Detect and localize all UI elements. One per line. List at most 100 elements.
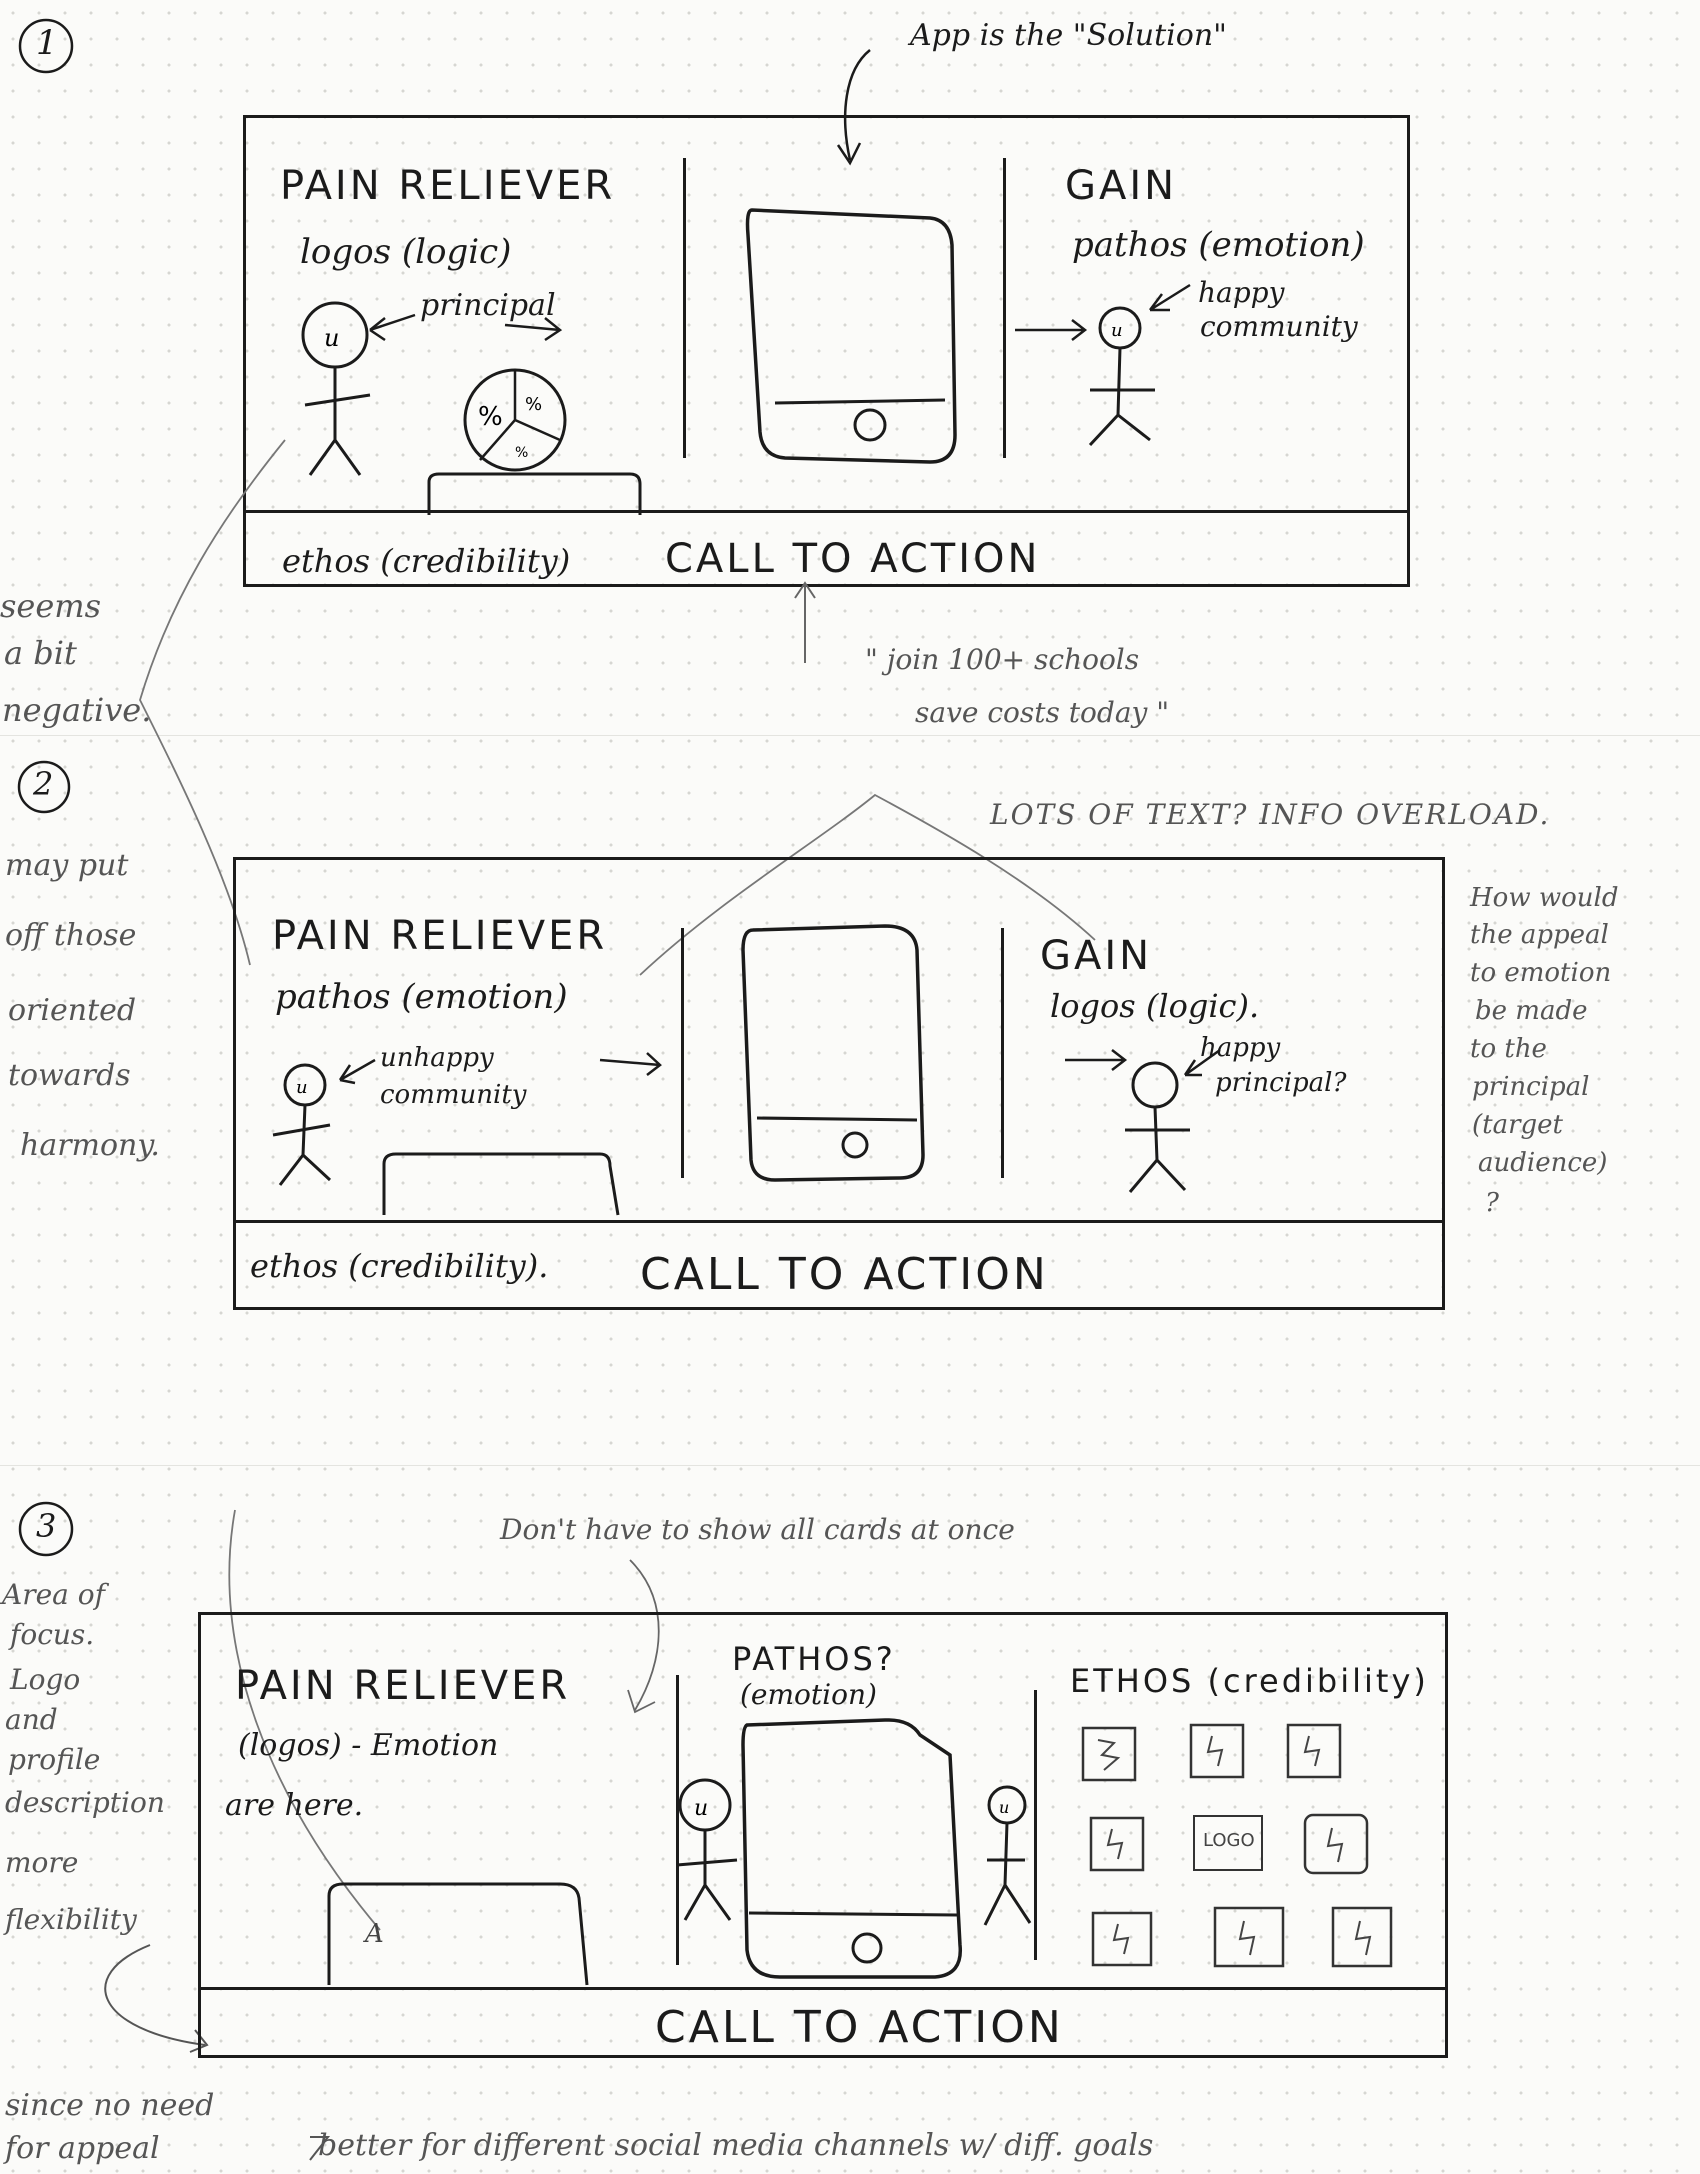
column-divider (683, 158, 686, 458)
left-note-line: towards (8, 1058, 131, 1093)
right-note-line: the appeal (1470, 920, 1609, 950)
logo-tile-icon (1081, 1726, 1137, 1782)
sketch-number-circle (17, 760, 71, 814)
arrow-down-icon (836, 49, 871, 166)
pain-reliever-heading: PAIN RELIEVER (272, 913, 608, 959)
logo-tile-icon (1331, 1906, 1393, 1968)
cta-divider (236, 1220, 1442, 1223)
sketch-number-circle (18, 18, 74, 74)
gain-person-label: happy (1198, 276, 1285, 309)
ethos-label: ethos (credibility) (282, 542, 571, 580)
stick-figure-icon: u (272, 1052, 662, 1186)
top-note: App is the "Solution" (910, 18, 1227, 53)
left-note-line: focus. (10, 1618, 95, 1651)
cta-note: " join 100+ schools (865, 643, 1140, 676)
logo-tile-icon (1193, 1815, 1263, 1871)
left-note-line: off those (5, 918, 137, 953)
stick-figure-icon: u (1015, 283, 1191, 447)
left-note-line: description (5, 1786, 165, 1819)
top-note: Don't have to show all cards at once (500, 1513, 1015, 1546)
gain-heading: GAIN (1040, 933, 1153, 979)
banner-frame (198, 1612, 1448, 2058)
pain-person-label: unhappy (380, 1043, 494, 1073)
stick-figure-icon (1065, 1048, 1221, 1193)
logo-tile-label: LOGO (1203, 1830, 1255, 1851)
cta-divider (246, 510, 1407, 513)
logo-tile-icon (1303, 1813, 1369, 1875)
gain-person-label: principal? (1215, 1068, 1347, 1098)
left-note-line: and (5, 1703, 58, 1736)
ethos-label: ethos (credibility). (250, 1247, 549, 1285)
svg-text:u: u (296, 1077, 308, 1098)
cta-label: CALL TO ACTION (640, 1249, 1049, 1300)
svg-text:u: u (1111, 320, 1123, 341)
paper-fold-line (0, 735, 1700, 736)
cta-divider (201, 1987, 1445, 1990)
right-note-line: ? (1485, 1188, 1499, 1218)
cta-note: save costs today " (915, 696, 1170, 729)
column-divider (1034, 1690, 1037, 1960)
left-note-line: flexibility (5, 1903, 137, 1936)
right-note-line: principal (1472, 1072, 1590, 1102)
card-shape (427, 472, 642, 515)
column-divider (676, 1675, 679, 1965)
right-note-line: be made (1475, 996, 1588, 1026)
logo-tile-icon (1089, 1816, 1145, 1872)
pain-person-label: community (380, 1080, 527, 1110)
banner-frame (233, 857, 1445, 1310)
side-note-line: negative. (2, 691, 152, 729)
card-shape: A (327, 1882, 589, 1986)
bottom-note: better for different social media channe… (318, 2128, 1154, 2163)
bottom-left-note-line: since no need (5, 2088, 215, 2123)
card-shape (382, 1152, 620, 1216)
cta-label: CALL TO ACTION (665, 536, 1041, 582)
logo-tile-icon (1286, 1723, 1342, 1779)
right-note-line: audience) (1478, 1148, 1608, 1178)
sketch-number: 1 (36, 23, 58, 63)
svg-text:%: % (478, 402, 503, 432)
pain-appeal-label: logos (logic) (300, 232, 512, 272)
ethos-heading: ETHOS (credibility) (1070, 1662, 1429, 1700)
svg-text:u: u (694, 1796, 708, 1821)
banner-frame (243, 115, 1410, 587)
left-note-line: Area of (2, 1578, 105, 1611)
sketch-number: 2 (33, 765, 54, 803)
right-note-line: to emotion (1470, 958, 1612, 988)
side-note-line: a bit (4, 634, 77, 672)
arrow-up-icon (794, 581, 816, 663)
right-note-line: (target (1472, 1110, 1563, 1140)
phone-icon (741, 924, 925, 1182)
gain-heading: GAIN (1065, 163, 1178, 209)
pain-appeal-label: are here. (225, 1788, 364, 1823)
stick-figure-icon: u (983, 1785, 1032, 1926)
logo-tile-icon (1091, 1911, 1153, 1967)
gain-appeal-label: pathos (emotion) (1072, 225, 1365, 265)
svg-text:u: u (999, 1798, 1009, 1817)
svg-text:u: u (324, 324, 339, 352)
stick-figure-icon: u (676, 1778, 738, 1921)
gain-appeal-label: logos (logic). (1050, 987, 1260, 1025)
column-divider (1001, 928, 1004, 1178)
phone-icon (745, 208, 957, 464)
stick-figure-icon: u (301, 301, 563, 476)
paper-fold-line (0, 1465, 1700, 1466)
left-note-line: Logo (10, 1663, 81, 1696)
left-note-line: oriented (8, 993, 137, 1028)
column-divider (681, 928, 684, 1178)
right-note-line: How would (1470, 883, 1619, 913)
logo-tile-icon (1213, 1906, 1285, 1968)
left-note-line: may put (5, 848, 129, 883)
pathos-heading: PATHOS? (732, 1640, 896, 1678)
svg-text:%: % (515, 445, 528, 461)
logo-tile-icon (1189, 1723, 1245, 1779)
cta-label: CALL TO ACTION (655, 2002, 1064, 2053)
phone-icon (741, 1718, 963, 1979)
column-divider (1003, 158, 1006, 458)
pain-appeal-label: (logos) - Emotion (238, 1728, 499, 1763)
right-note-line: to the (1470, 1034, 1547, 1064)
pain-appeal-label: pathos (emotion) (275, 977, 568, 1017)
sketch-number-circle (18, 1501, 74, 1557)
left-note-line: profile (8, 1743, 101, 1776)
svg-text:%: % (525, 394, 542, 415)
